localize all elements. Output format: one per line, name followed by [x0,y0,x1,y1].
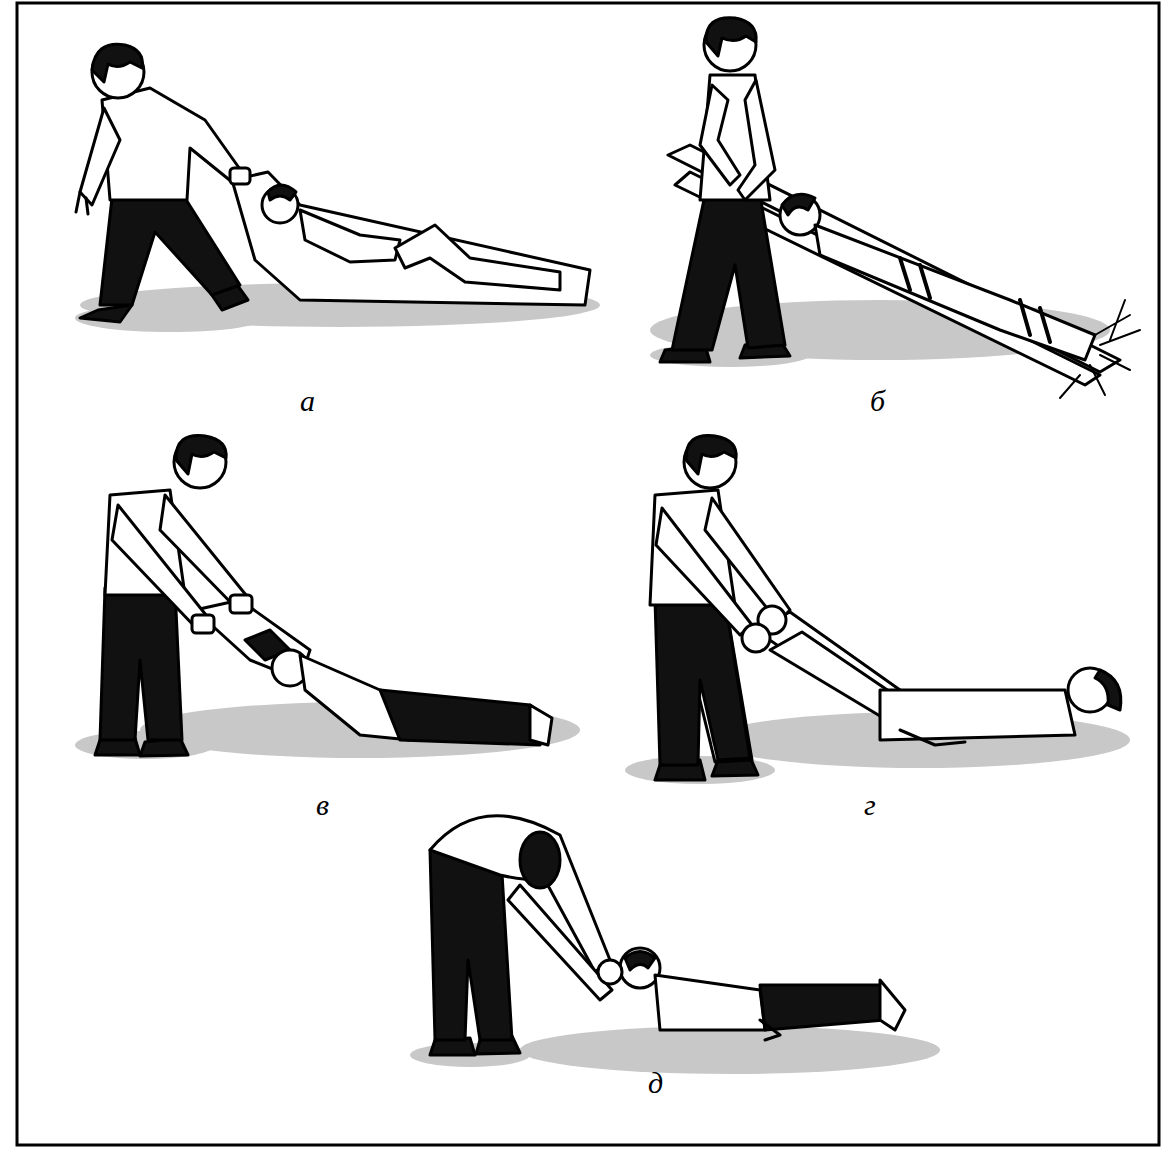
panel-b-figure [650,18,1140,398]
panel-letter: б [870,386,885,416]
frame [17,3,1159,1145]
panel-letter: а [300,386,315,416]
panel-d-figure [625,436,1130,785]
panel-letter: г [864,790,876,820]
panel-c-figure [75,436,580,760]
panel-letter: д [648,1068,663,1098]
panel-a-figure [75,44,600,332]
panel-letter: в [316,790,329,820]
panel-e-figure [410,816,940,1074]
